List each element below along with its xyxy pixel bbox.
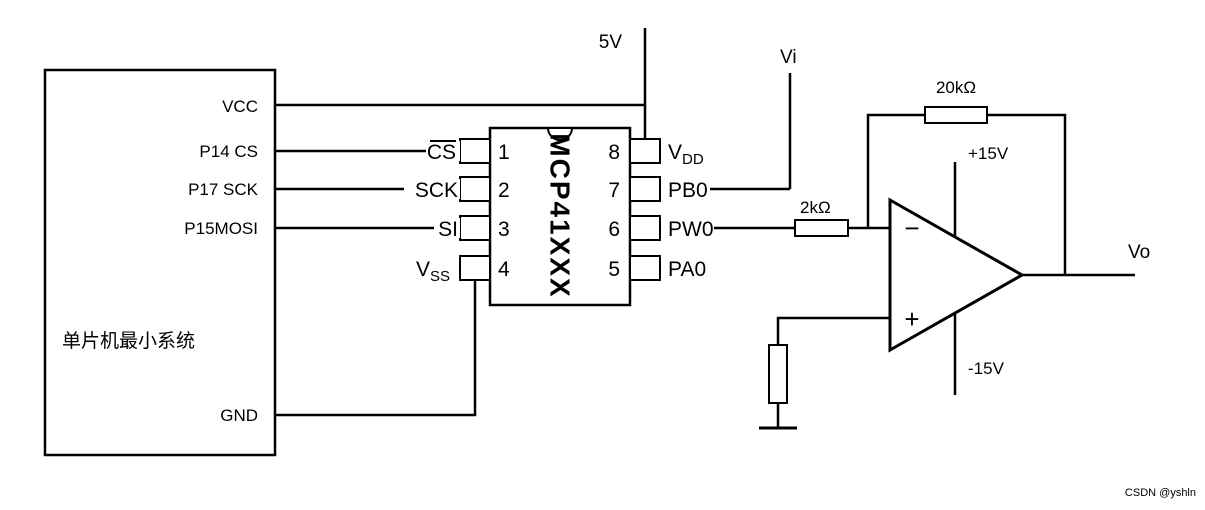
ic-pin1-number: 1 bbox=[498, 141, 510, 164]
resistor-20k-label: 20kΩ bbox=[936, 78, 976, 97]
vdd-sub: DD bbox=[682, 151, 704, 168]
wire-feedback-right bbox=[987, 113, 1067, 275]
ic-pinbox-4 bbox=[459, 255, 491, 281]
opamp-plus-sign: + bbox=[904, 304, 919, 334]
mcu-pin-sck-label: P17 SCK bbox=[188, 180, 259, 199]
mcu-pin-mosi-label: P15MOSI bbox=[184, 219, 258, 238]
resistor-20k bbox=[924, 106, 988, 124]
ic-pin6-number: 6 bbox=[608, 218, 620, 241]
ic-pin7-number: 7 bbox=[608, 179, 620, 202]
vo-label: Vo bbox=[1128, 242, 1150, 263]
ic-pin3-label: SI bbox=[438, 218, 458, 241]
ic-pinbox-6 bbox=[629, 215, 661, 241]
ic-pin8-number: 8 bbox=[608, 141, 620, 164]
ic-pinbox-7 bbox=[629, 176, 661, 202]
mcu-pin-gnd-label: GND bbox=[220, 406, 258, 425]
mcu-box bbox=[43, 68, 277, 457]
ic-pinbox-5 bbox=[629, 255, 661, 281]
supply-5v-label: 5V bbox=[599, 32, 623, 53]
mcu-pin-vcc-label: VCC bbox=[222, 97, 258, 116]
ic-pin8-label: VDD bbox=[668, 141, 704, 168]
ic-pin7-label: PB0 bbox=[668, 179, 708, 202]
ic-pin6-label: PW0 bbox=[668, 218, 714, 241]
ic-body bbox=[488, 126, 632, 307]
vss-base: V bbox=[416, 258, 430, 281]
vdd-base: V bbox=[668, 141, 682, 164]
resistor-2k-label: 2kΩ bbox=[800, 198, 831, 217]
ic-pin4-label: VSS bbox=[416, 258, 450, 285]
ic-pin3-number: 3 bbox=[498, 218, 510, 241]
ic-pin1-label: CS bbox=[427, 141, 456, 164]
ic-pin4-number: 4 bbox=[498, 258, 510, 281]
opamp-minus-sign: − bbox=[904, 213, 919, 243]
ic-pin2-label: SCK bbox=[415, 179, 458, 202]
wire-gnd bbox=[275, 280, 477, 417]
watermark: CSDN @yshln bbox=[1125, 487, 1196, 499]
cs-label-mask bbox=[426, 141, 460, 161]
ic-pin5-number: 5 bbox=[608, 258, 620, 281]
resistor-2k bbox=[794, 219, 849, 237]
wire-noninverting-input bbox=[776, 316, 890, 345]
ic-name: MCP41XXX bbox=[545, 133, 576, 298]
plus15-label: +15V bbox=[968, 144, 1009, 163]
mcu-pin-cs-label: P14 CS bbox=[199, 142, 258, 161]
minus15-label: -15V bbox=[968, 359, 1005, 378]
ic-pinbox-2 bbox=[459, 176, 491, 202]
ic-notch-icon bbox=[546, 127, 574, 141]
vi-label: Vi bbox=[780, 47, 797, 68]
ic-pinbox-3 bbox=[459, 215, 491, 241]
ic-pinbox-1 bbox=[459, 138, 491, 164]
si-label-mask bbox=[434, 218, 460, 238]
vss-sub: SS bbox=[430, 268, 450, 285]
ic-pinbox-8 bbox=[629, 138, 661, 164]
resistor-ground bbox=[768, 344, 788, 404]
sck-label-mask bbox=[404, 179, 460, 199]
mcu-title: 单片机最小系统 bbox=[62, 330, 195, 352]
wire-feedback-left bbox=[866, 113, 925, 228]
ic-pin5-label: PA0 bbox=[668, 258, 706, 281]
ic-pin2-number: 2 bbox=[498, 179, 510, 202]
